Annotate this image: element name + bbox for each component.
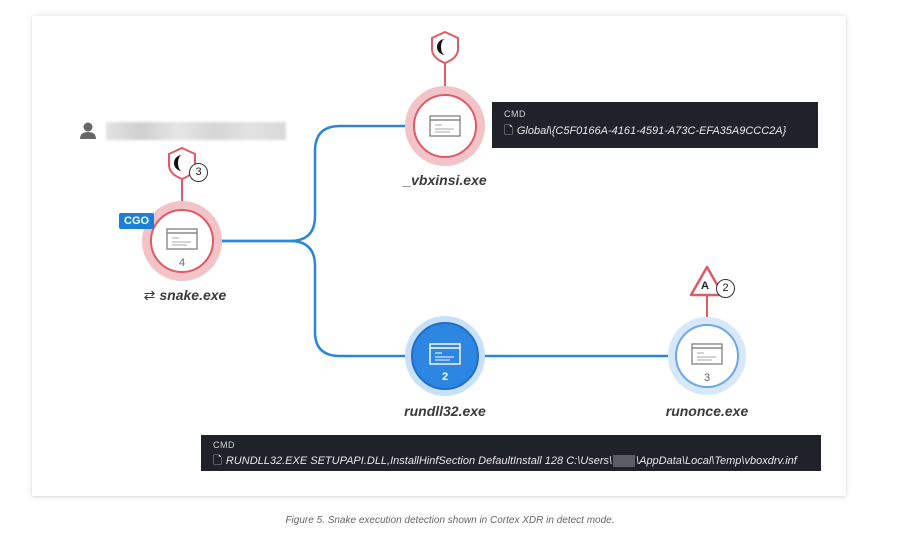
cmd-text-after: \AppData\Local\Temp\vboxdrv.inf xyxy=(636,455,797,467)
document-icon: 🗋 xyxy=(213,455,222,467)
alert-count-badge: 3 xyxy=(189,163,208,182)
node-label-snake: snake.exe xyxy=(159,287,227,303)
user-icon-slot xyxy=(78,122,98,140)
user-icon xyxy=(80,122,96,139)
node-label-vbxinsi: _vbxinsi.exe xyxy=(403,172,487,188)
node-count: 2 xyxy=(441,371,449,383)
cmd-text: Global\{C5F0166A-4161-4591-A73C-EFA35A9C… xyxy=(516,125,787,137)
cmd-text-before: RUNDLL32.EXE SETUPAPI.DLL,InstallHinfSec… xyxy=(225,455,613,467)
process-window-icon xyxy=(166,228,198,250)
document-icon: 🗋 xyxy=(504,125,513,137)
triangle-alert-icon[interactable] xyxy=(689,265,725,297)
cmd-line: 🗋RUNDLL32.EXE SETUPAPI.DLL,InstallHinfSe… xyxy=(213,452,811,471)
cmd-title: CMD xyxy=(213,440,235,450)
cmd-tooltip-bottom: CMD 🗋RUNDLL32.EXE SETUPAPI.DLL,InstallHi… xyxy=(201,435,821,471)
node-count: 4 xyxy=(178,257,186,269)
user-name-redacted xyxy=(106,122,286,140)
user-row xyxy=(78,122,286,140)
redacted-username xyxy=(613,455,636,468)
process-window-icon xyxy=(429,115,461,137)
cmd-line: 🗋Global\{C5F0166A-4161-4591-A73C-EFA35A9… xyxy=(504,122,808,141)
shield-alert-icon[interactable] xyxy=(431,30,459,65)
alert-count-badge: 2 xyxy=(716,279,735,298)
node-label-runonce: runonce.exe xyxy=(665,403,749,419)
alert-letter: A xyxy=(701,280,709,292)
edge-snake-rundll32 xyxy=(215,239,410,358)
edge-snake-vbxinsi xyxy=(215,124,405,243)
process-window-icon xyxy=(429,343,461,365)
node-count: 3 xyxy=(703,372,711,384)
figure-caption: Figure 5. Snake execution detection show… xyxy=(285,515,615,526)
cmd-title: CMD xyxy=(504,109,526,119)
process-window-icon xyxy=(691,343,723,365)
cgo-tag[interactable]: CGO xyxy=(119,213,155,229)
node-label-rundll32: rundll32.exe xyxy=(404,403,486,419)
node-label-snake-wrap: ⇄snake.exe xyxy=(120,287,250,304)
cmd-tooltip-top: CMD 🗋Global\{C5F0166A-4161-4591-A73C-EFA… xyxy=(492,102,818,148)
repeat-icon: ⇄ xyxy=(143,287,156,303)
